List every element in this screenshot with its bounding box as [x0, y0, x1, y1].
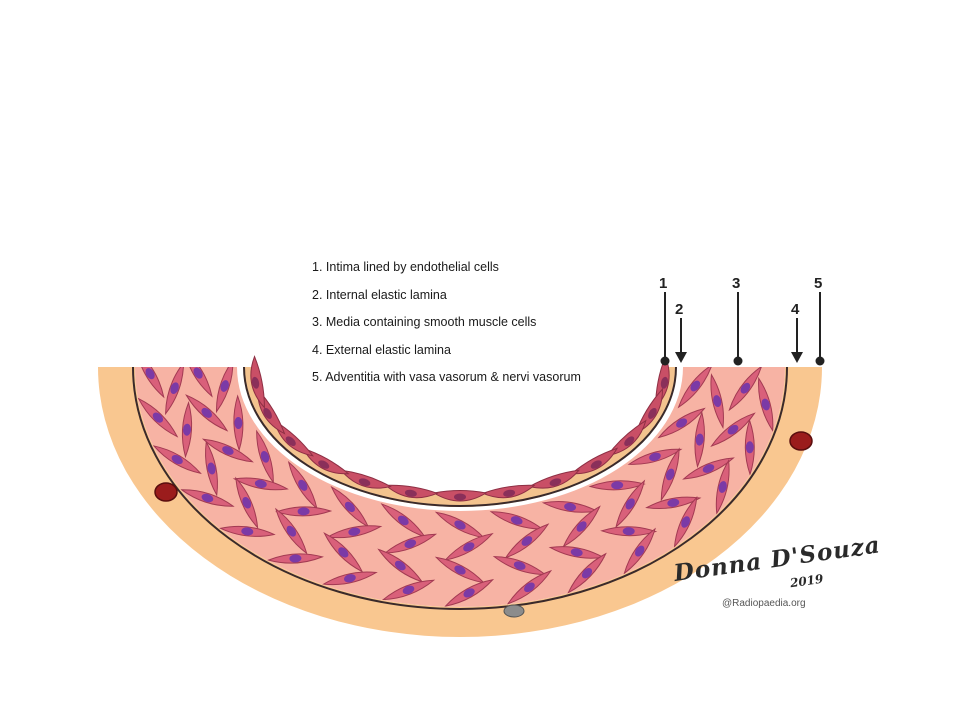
- marker-4: 4: [791, 301, 803, 363]
- marker-1: 1: [659, 275, 670, 366]
- smooth-muscle-cell: [218, 525, 276, 537]
- legend-item-adventitia: 5. Adventitia with vasa vasorum & nervi …: [312, 370, 581, 384]
- smooth-muscle-cell: [180, 489, 235, 507]
- smooth-muscle-cell: [660, 447, 680, 502]
- svg-text:2: 2: [675, 301, 683, 318]
- smooth-muscle-cell: [232, 477, 289, 491]
- smooth-muscle-cell: [489, 511, 544, 530]
- svg-text:5: 5: [814, 275, 822, 292]
- legend-item-external-lamina: 4. External elastic lamina: [312, 342, 451, 357]
- smooth-muscle-cell: [321, 571, 378, 586]
- smooth-muscle-cell: [673, 495, 698, 549]
- smooth-muscle-cell: [380, 503, 427, 538]
- smooth-muscle-cells: [135, 367, 774, 607]
- smooth-muscle-cell: [728, 367, 763, 412]
- smooth-muscle-cell: [758, 376, 774, 433]
- smooth-muscle-cell: [137, 397, 179, 438]
- marker-5: 5: [814, 275, 825, 366]
- smooth-muscle-cell: [623, 527, 656, 575]
- smooth-muscle-cell: [330, 485, 370, 528]
- smooth-muscle-cell: [715, 459, 730, 515]
- smooth-muscle-cell: [744, 418, 755, 476]
- vasa-vasorum-left: [154, 482, 178, 502]
- smooth-muscle-cell: [274, 507, 308, 555]
- smooth-muscle-cell: [548, 546, 605, 559]
- nervi-vasorum: [503, 604, 525, 618]
- smooth-muscle-cell: [657, 407, 706, 439]
- smooth-muscle-cell: [233, 394, 244, 452]
- smooth-muscle-cell: [492, 556, 547, 576]
- smooth-muscle-cell: [694, 411, 705, 469]
- source-credit: @Radiopaedia.org: [722, 598, 806, 609]
- smooth-muscle-cell: [434, 556, 486, 584]
- external-elastic-lamina: [132, 366, 788, 610]
- smooth-muscle-cell: [567, 552, 607, 594]
- smooth-muscle-cell: [600, 526, 658, 537]
- internal-elastic-lamina-line: [243, 366, 677, 507]
- smooth-muscle-cell: [323, 532, 364, 573]
- smooth-muscle-cell: [710, 373, 724, 430]
- endothelial-cell: [250, 355, 265, 409]
- smooth-muscle-cell: [677, 367, 714, 409]
- media-layer: [135, 367, 785, 607]
- smooth-muscle-cell: [205, 440, 218, 497]
- smooth-muscle-cell: [444, 578, 495, 607]
- smooth-muscle-cell: [326, 525, 383, 539]
- vasa-vasorum-right: [789, 431, 813, 451]
- smooth-muscle-cell: [506, 569, 553, 605]
- smooth-muscle-cell: [287, 460, 318, 510]
- smooth-muscle-cell: [645, 496, 702, 510]
- smooth-muscle-cell: [381, 579, 436, 601]
- smooth-muscle-cell: [627, 448, 683, 465]
- legend-item-internal-lamina: 2. Internal elastic lamina: [312, 287, 447, 302]
- endothelial-cell: [606, 419, 647, 457]
- smooth-muscle-cell: [588, 480, 646, 491]
- legend-item-intima: 1. Intima lined by endothelial cells: [312, 260, 499, 274]
- smooth-muscle-cell: [256, 429, 274, 484]
- smooth-muscle-cell: [266, 553, 324, 564]
- smooth-muscle-cell: [682, 457, 735, 480]
- smooth-muscle-cell: [185, 394, 229, 432]
- smooth-muscle-cell: [434, 511, 486, 539]
- svg-text:4: 4: [791, 301, 800, 318]
- smooth-muscle-cell: [135, 367, 165, 399]
- smooth-muscle-cell: [235, 476, 259, 529]
- smooth-muscle-cell: [183, 367, 213, 398]
- svg-text:3: 3: [732, 275, 740, 292]
- smooth-muscle-cell: [181, 401, 193, 459]
- layer-legend: 1. Intima lined by endothelial cells 2. …: [312, 254, 581, 392]
- svg-text:1: 1: [659, 275, 667, 292]
- legend-item-media: 3. Media containing smooth muscle cells: [312, 315, 537, 329]
- smooth-muscle-cell: [215, 367, 234, 414]
- marker-3: 3: [732, 275, 743, 366]
- smooth-muscle-cell: [541, 501, 599, 513]
- smooth-muscle-cell: [710, 412, 756, 448]
- smooth-muscle-cell: [377, 548, 424, 583]
- smooth-muscle-cell: [152, 445, 202, 475]
- smooth-muscle-cell: [275, 506, 333, 517]
- endothelial-cells: [250, 355, 670, 502]
- marker-2: 2: [675, 301, 687, 363]
- endothelial-cell: [339, 469, 392, 489]
- smooth-muscle-cell: [615, 479, 646, 529]
- smooth-muscle-cell: [165, 367, 185, 416]
